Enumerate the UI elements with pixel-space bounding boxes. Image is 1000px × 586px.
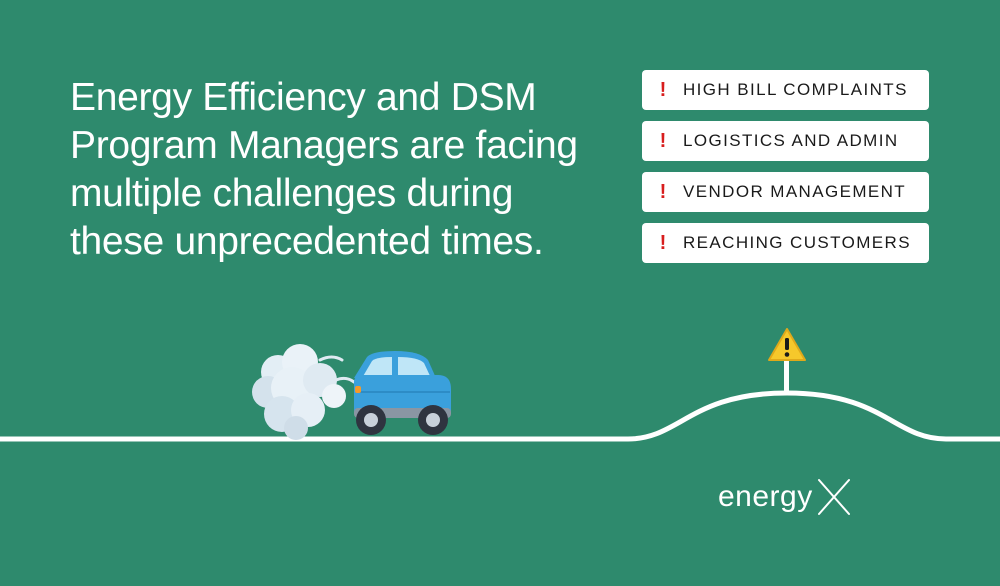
- challenge-item: ! VENDOR MANAGEMENT: [642, 172, 929, 212]
- challenge-label: HIGH BILL COMPLAINTS: [683, 80, 908, 99]
- energyx-logo: energy: [718, 478, 851, 516]
- headline-line: Program Managers are facing: [70, 124, 578, 167]
- challenge-item: ! HIGH BILL COMPLAINTS: [642, 70, 929, 110]
- challenge-item: ! REACHING CUSTOMERS: [642, 223, 929, 263]
- exclamation-icon: !: [659, 129, 667, 152]
- exclamation-icon: !: [659, 231, 667, 254]
- challenge-item: ! LOGISTICS AND ADMIN: [642, 121, 929, 161]
- challenge-label: VENDOR MANAGEMENT: [683, 182, 907, 201]
- x-mark-icon: [817, 479, 850, 515]
- exhaust-cloud-icon: [252, 344, 356, 440]
- challenge-label: LOGISTICS AND ADMIN: [683, 131, 899, 150]
- road-line: [0, 390, 1000, 442]
- warning-sign-icon: [768, 328, 806, 392]
- headline-line: Energy Efficiency and DSM: [70, 76, 537, 119]
- car-icon: [354, 351, 451, 435]
- challenge-label: REACHING CUSTOMERS: [683, 233, 911, 252]
- logo-wordmark: energy: [718, 480, 813, 513]
- exclamation-icon: !: [659, 180, 667, 203]
- headline-line: these unprecedented times.: [70, 220, 544, 263]
- headline-line: multiple challenges during: [70, 172, 514, 215]
- headline: Energy Efficiency and DSM Program Manage…: [70, 74, 610, 266]
- challenge-list: ! HIGH BILL COMPLAINTS ! LOGISTICS AND A…: [642, 70, 929, 274]
- exclamation-icon: !: [659, 78, 667, 101]
